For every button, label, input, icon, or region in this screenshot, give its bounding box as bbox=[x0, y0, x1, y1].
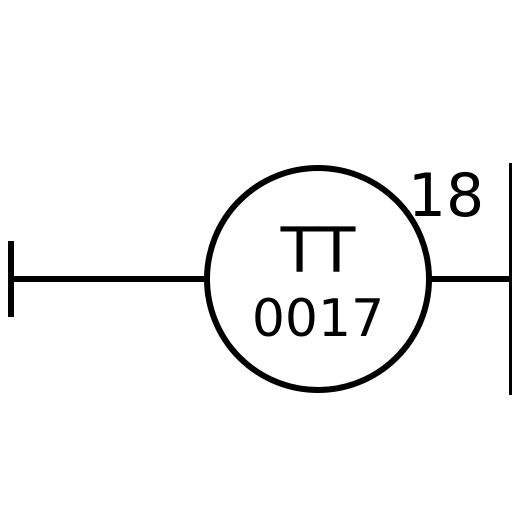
instrument-bubble[interactable] bbox=[204, 165, 432, 393]
instrument-function-code: TT bbox=[280, 214, 357, 287]
line-reference-number: 18 bbox=[408, 161, 484, 231]
instrument-loop-number: 0017 bbox=[252, 289, 384, 349]
